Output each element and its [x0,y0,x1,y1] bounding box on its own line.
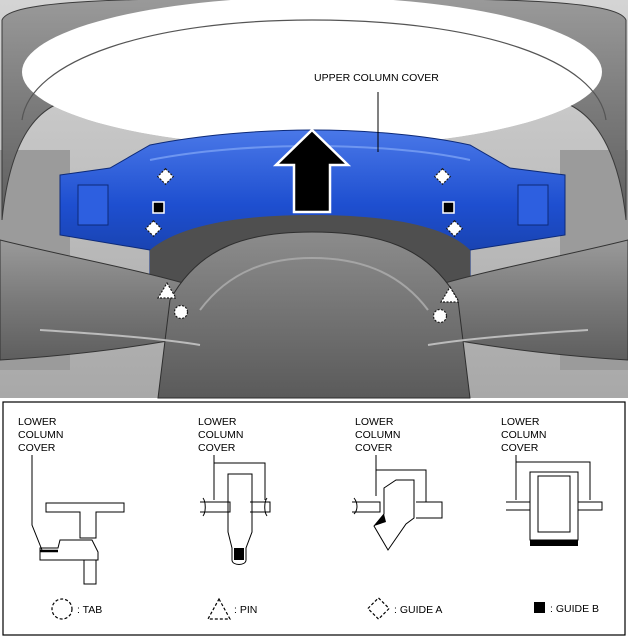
detail-tab: LOWER COLUMN COVER [18,416,125,585]
steering-illustration: UPPER COLUMN COVER [0,0,628,399]
guide-b-marker-icon [152,201,165,214]
detail-guide-b: LOWER COLUMN COVER [501,416,603,546]
tab-legend-icon [51,598,73,620]
guide-a-legend-icon [367,597,390,620]
tab-marker-icon [173,304,189,320]
detail-label-line1: LOWER [355,416,394,428]
tab-marker-icon [432,308,448,324]
guide-a-marker-icon [433,167,452,186]
guide-a-marker-icon [156,167,175,186]
legend-pin-label: : PIN [234,604,257,616]
guide-a-marker-icon [144,219,163,238]
detail-label-line3: COVER [18,442,56,454]
detail-label-line3: COVER [355,442,393,454]
detail-guide-a: LOWER COLUMN COVER [352,416,443,551]
pin-marker-icon [439,285,461,303]
detail-label-line1: LOWER [198,416,237,428]
up-arrow-icon [272,128,352,214]
wheel-hub [157,231,471,399]
guide-b-marker-icon [442,201,455,214]
pin-marker-icon [156,281,178,299]
detail-label-line2: COLUMN [18,429,64,441]
detail-label-line1: LOWER [501,416,540,428]
detail-label-line2: COLUMN [501,429,547,441]
detail-label-line3: COVER [198,442,236,454]
detail-label-line2: COLUMN [198,429,244,441]
legend-tab-label: : TAB [77,604,102,616]
guide-b-legend-icon [534,602,545,613]
detail-pin: LOWER COLUMN COVER [198,416,271,565]
legend-guide-b-label: : GUIDE B [550,603,599,615]
detail-label-line3: COVER [501,442,539,454]
legend-guide-a-label: : GUIDE A [394,604,442,616]
detail-label-line1: LOWER [18,416,57,428]
guide-a-marker-icon [445,219,464,238]
pin-legend-icon [206,597,232,620]
legend: : TAB : PIN : GUIDE A : GUIDE B [51,597,599,620]
upper-column-cover-label: UPPER COLUMN COVER [314,72,439,84]
detail-panel [2,401,626,636]
detail-label-line2: COLUMN [355,429,401,441]
